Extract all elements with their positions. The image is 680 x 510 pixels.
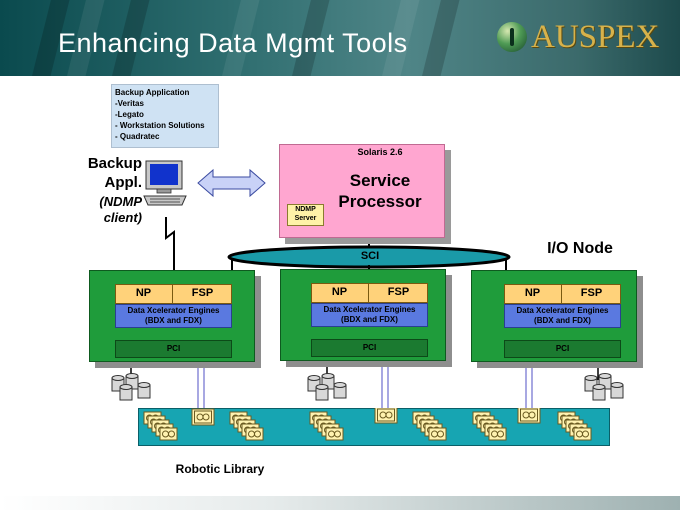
service-processor-label: Service	[349, 171, 411, 190]
np-fsp-box	[311, 283, 428, 303]
pci-label: PCI	[362, 343, 377, 352]
engine-label: Data Xcelerator Engines	[323, 305, 416, 314]
backup-list-item: -Legato	[115, 110, 144, 119]
slide-title: Enhancing Data Mgmt Tools	[58, 28, 408, 58]
auspex-logo-icon	[497, 22, 527, 52]
np-label: NP	[135, 287, 152, 299]
backup-client-label: Backup	[87, 155, 142, 172]
network-link	[165, 217, 175, 270]
engine-sublabel: (BDX and FDX)	[145, 316, 202, 325]
disk-drive-icon	[584, 373, 624, 401]
footer-bar	[0, 496, 680, 510]
workstation-icon	[143, 160, 187, 206]
backup-client-label: Appl.	[104, 174, 143, 191]
pci-box	[311, 339, 428, 357]
pci-box	[504, 340, 621, 358]
backup-list-item: - Workstation Solutions	[115, 121, 205, 130]
pci-label: PCI	[555, 344, 570, 353]
engine-label: Data Xcelerator Engines	[127, 306, 220, 315]
io-node-label: I/O Node	[547, 240, 613, 257]
backup-list-item: -Veritas	[115, 99, 144, 108]
service-processor-os: Solaris 2.6	[357, 147, 403, 157]
np-label: NP	[331, 286, 348, 298]
engine-sublabel: (BDX and FDX)	[534, 316, 591, 325]
disk-drive-icon	[111, 373, 151, 401]
engine-label: Data Xcelerator Engines	[516, 306, 609, 315]
engine-sublabel: (BDX and FDX)	[341, 315, 398, 324]
ndmp-server-label: NDMP	[295, 206, 316, 213]
service-processor-label: Processor	[338, 192, 422, 211]
tape-cartridges	[143, 408, 592, 441]
header-band	[0, 0, 680, 76]
auspex-logo-text: AUSPEX	[531, 19, 660, 55]
ndmp-server-box	[287, 204, 324, 226]
robotic-library-label: Robotic Library	[175, 462, 265, 476]
data-xcelerator-box	[115, 304, 232, 328]
np-fsp-box	[504, 284, 621, 304]
np-label: NP	[524, 287, 541, 299]
ndmp-server-label: Server	[294, 215, 317, 222]
disk-drive-icon	[307, 373, 347, 401]
backup-list-item: - Quadratec	[115, 132, 160, 141]
fsp-label: FSP	[387, 286, 410, 298]
backup-client-sublabel: client)	[103, 210, 142, 225]
fsp-label: FSP	[191, 287, 214, 299]
backup-list-heading: Backup Application	[115, 88, 190, 97]
backup-client-sublabel: (NDMP	[99, 194, 142, 209]
sci-label: SCI	[360, 250, 380, 262]
data-xcelerator-box	[504, 304, 621, 328]
double-arrow-icon	[197, 168, 266, 198]
np-fsp-box	[115, 284, 232, 304]
pci-box	[115, 340, 232, 358]
pci-label: PCI	[166, 344, 181, 353]
data-xcelerator-box	[311, 303, 428, 327]
fsp-label: FSP	[580, 287, 603, 299]
backup-application-list: Backup Application -Veritas -Legato - Wo…	[111, 84, 219, 148]
